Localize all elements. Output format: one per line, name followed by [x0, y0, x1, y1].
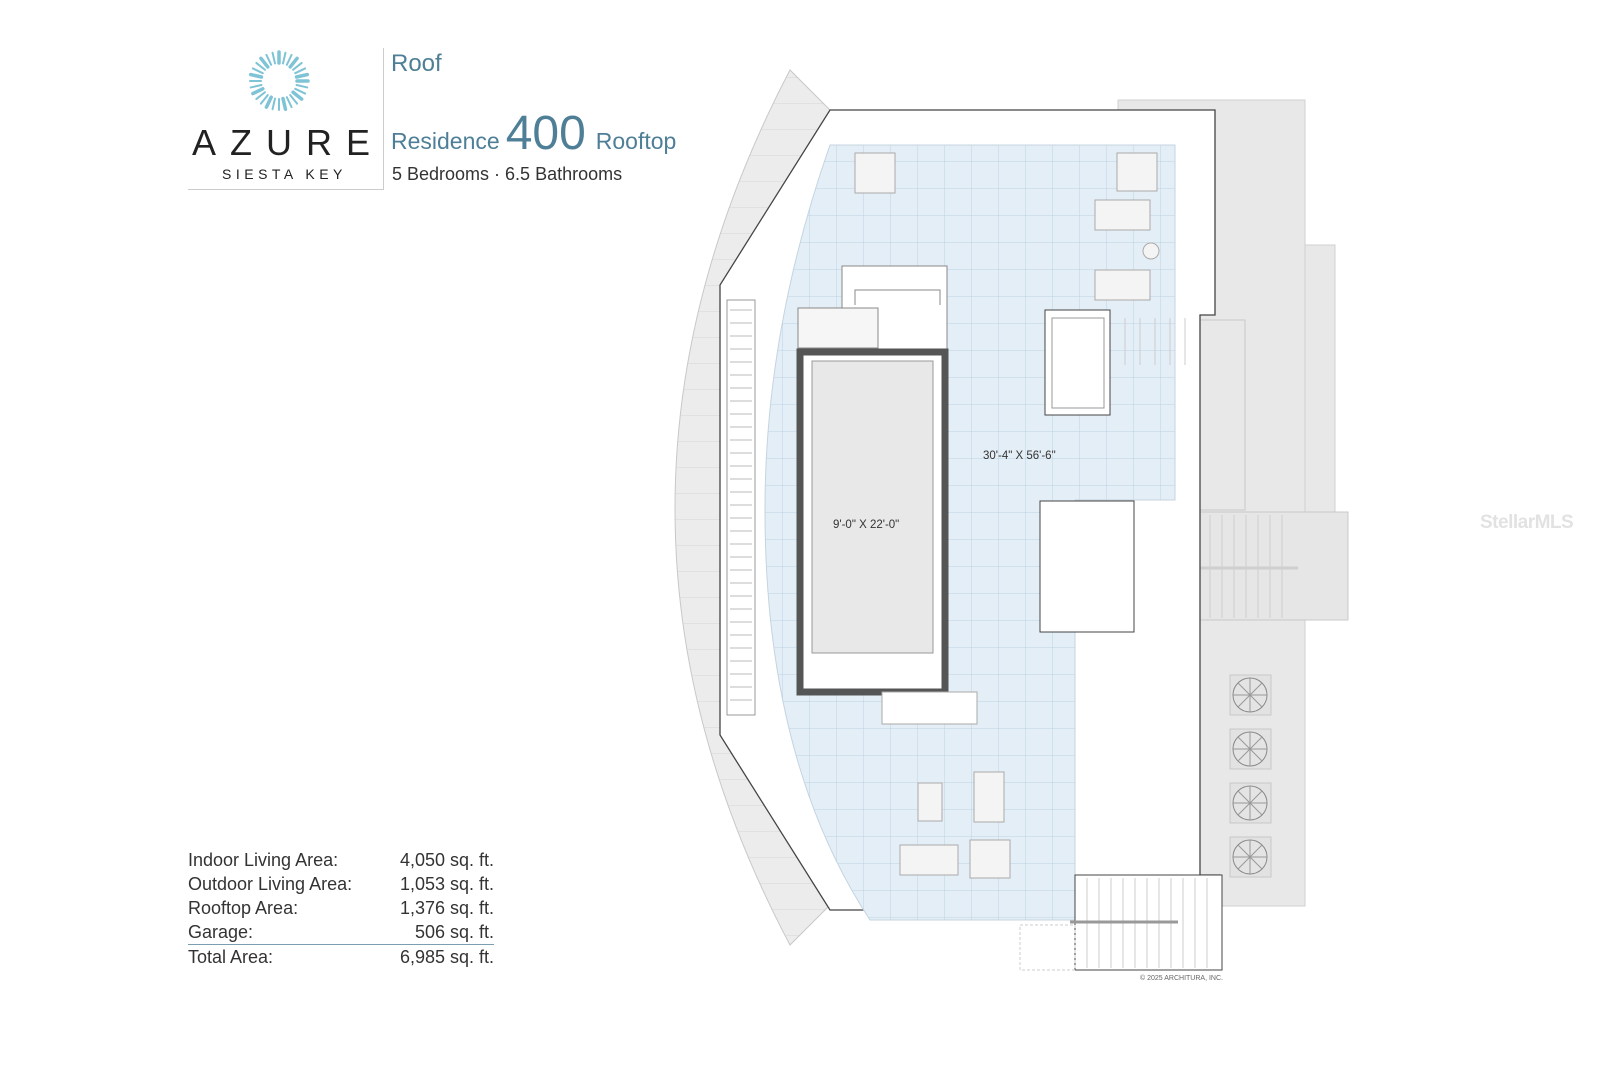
stat-row: Garage: 506 sq. ft.: [188, 920, 494, 944]
area-stats: Indoor Living Area: 4,050 sq. ft. Outdoor…: [188, 848, 494, 969]
azure-sunburst-logo: [248, 50, 310, 112]
pool-dimensions: 9'-0" X 22'-0": [833, 519, 900, 531]
stat-value: 6,985 sq. ft.: [399, 947, 494, 967]
stat-label: Indoor Living Area:: [188, 850, 339, 870]
stat-row: Outdoor Living Area: 1,053 sq. ft.: [188, 872, 494, 896]
watermark: StellarMLS: [1480, 512, 1574, 533]
stat-value: 506 sq. ft.: [414, 922, 494, 942]
header-divider: [383, 48, 384, 190]
stat-row: Rooftop Area: 1,376 sq. ft.: [188, 896, 494, 920]
ac-fan-icon: [1229, 728, 1272, 770]
elevator-box: [1039, 500, 1135, 633]
stat-label: Outdoor Living Area:: [188, 874, 353, 894]
copyright: © 2025 ARCHITURA, INC.: [1140, 975, 1223, 982]
rooms-summary: 5 Bedrooms · 6.5 Bathrooms: [392, 164, 623, 184]
logo-underline: [188, 189, 384, 190]
ac-fan-icon: [1229, 674, 1272, 716]
stat-label: Total Area:: [188, 947, 274, 967]
stat-row: Indoor Living Area: 4,050 sq. ft.: [188, 848, 494, 872]
stat-value: 1,053 sq. ft.: [399, 874, 494, 894]
ac-fan-icon: [1229, 782, 1272, 824]
louver-strip: [726, 299, 756, 716]
residence-label: Residence: [391, 128, 500, 154]
stat-value: 4,050 sq. ft.: [399, 850, 494, 870]
stat-label: Rooftop Area:: [188, 898, 299, 918]
stat-label: Garage:: [188, 922, 254, 942]
level-label: Roof: [391, 50, 442, 77]
stat-row-total: Total Area: 6,985 sq. ft.: [188, 944, 494, 969]
brand-subtitle: SIESTA KEY: [222, 166, 347, 182]
brand-name: AZURE: [192, 122, 385, 163]
stat-value: 1,376 sq. ft.: [399, 898, 494, 918]
residence-suffix: Rooftop: [595, 128, 677, 154]
ac-fan-icon: [1229, 836, 1272, 878]
deck-dimensions: 30'-4" X 56'-6": [983, 450, 1056, 462]
furniture: [854, 152, 1160, 879]
residence-number: 400: [505, 107, 586, 160]
